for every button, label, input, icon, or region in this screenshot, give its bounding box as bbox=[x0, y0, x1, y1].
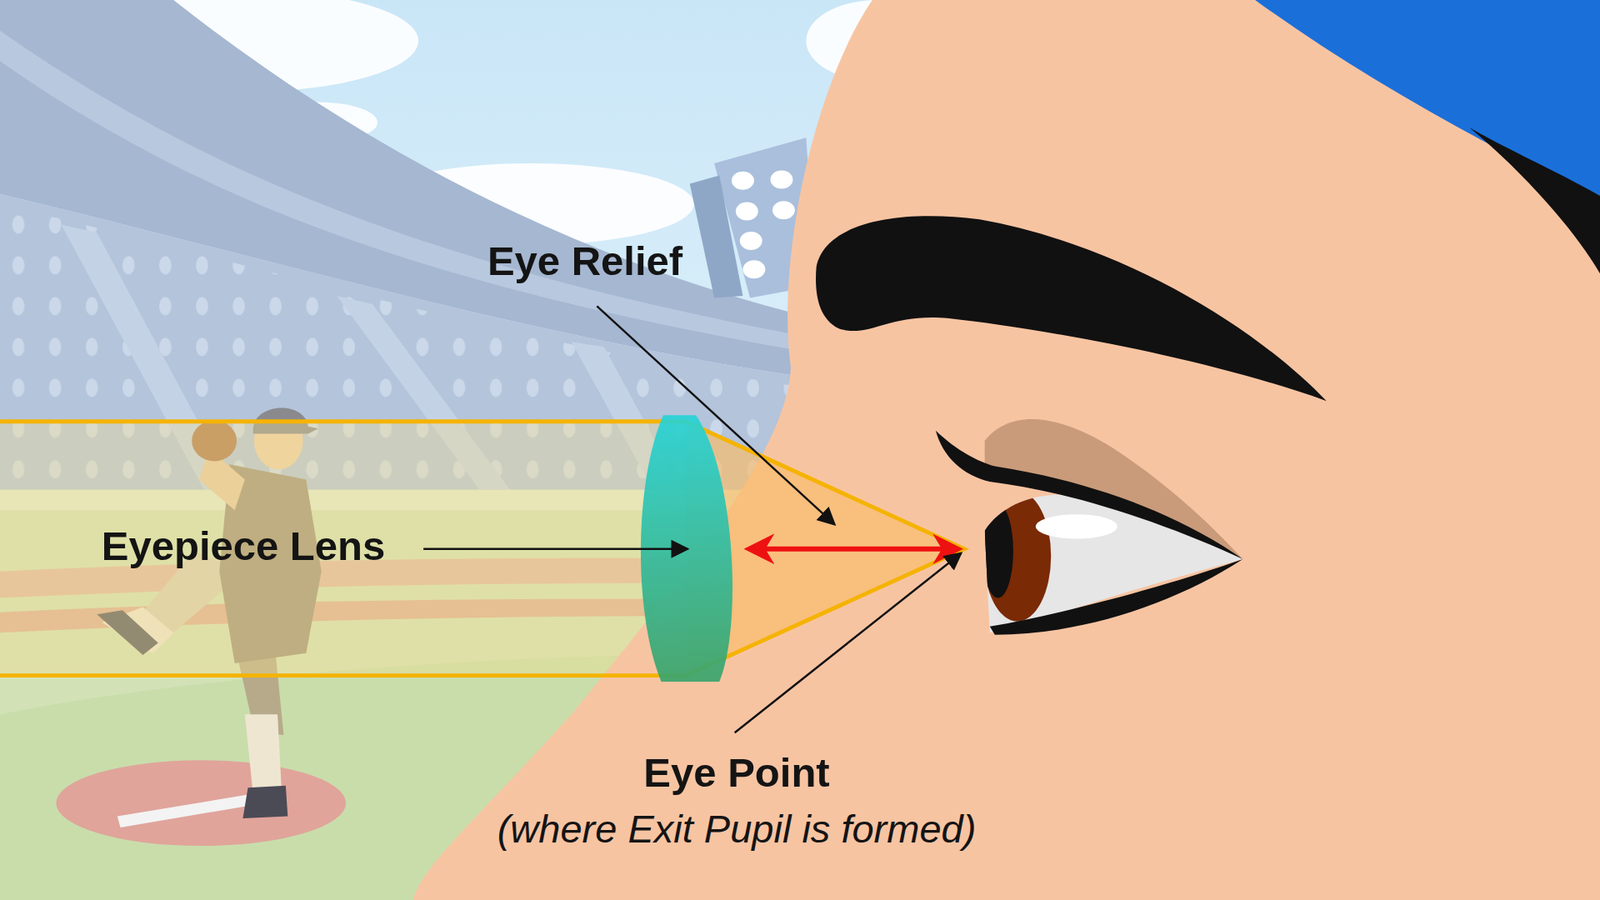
callout-label: Eye Relief bbox=[487, 237, 683, 285]
leader-line bbox=[735, 553, 962, 734]
pupil bbox=[982, 504, 1014, 599]
pitcher-shoe bbox=[242, 785, 288, 819]
flood-light bbox=[740, 231, 763, 250]
callout-label: Eyepiece Lens bbox=[101, 522, 385, 570]
pitchers-mound bbox=[55, 760, 346, 846]
callout-note: (where Exit Pupil is formed) bbox=[497, 805, 977, 852]
flood-light bbox=[742, 260, 765, 279]
eyebrow bbox=[815, 215, 1327, 401]
pitcher-sock bbox=[245, 714, 282, 795]
iris-group bbox=[982, 490, 1051, 622]
leader-line bbox=[596, 305, 835, 525]
light-tower-side bbox=[690, 175, 744, 299]
eye-relief-arrow bbox=[750, 546, 958, 552]
flood-light bbox=[735, 201, 759, 220]
lower-lash bbox=[990, 559, 1244, 635]
flood-light bbox=[772, 200, 795, 220]
eye-highlight bbox=[1035, 514, 1118, 539]
flood-light bbox=[731, 171, 755, 190]
face-profile bbox=[413, 0, 1600, 900]
leader-line bbox=[423, 548, 688, 550]
upper-lash bbox=[935, 430, 1244, 560]
hair bbox=[1469, 127, 1600, 274]
beam-outline bbox=[0, 421, 965, 676]
flood-light bbox=[770, 170, 793, 189]
callout-label: Eye Point bbox=[643, 749, 830, 796]
